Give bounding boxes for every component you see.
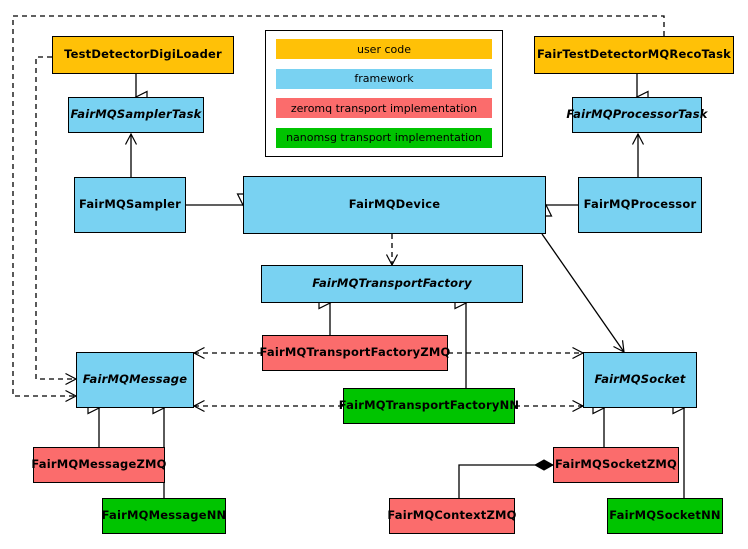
class-box-fairmqsampler[interactable]: FairMQSampler: [74, 177, 186, 233]
class-box-fairmqcontextzmq[interactable]: FairMQContextZMQ: [387, 498, 517, 534]
class-box-fairmqsocketzmq[interactable]: FairMQSocketZMQ: [553, 447, 679, 483]
class-box-label: FairMQProcessorTask: [566, 107, 708, 122]
class-box-label: FairMQMessage: [82, 372, 188, 387]
legend-label-nanomsg: nanomsg transport implementation: [286, 131, 482, 145]
class-box-fairmqsocket[interactable]: FairMQSocket: [583, 352, 697, 408]
class-box-fairmqmessagezmq[interactable]: FairMQMessageZMQ: [31, 447, 167, 483]
class-box-label: FairMQMessageNN: [101, 508, 227, 523]
edge-device-to-socket: [541, 233, 625, 354]
class-box-label: FairMQSocket: [594, 372, 686, 387]
class-box-label: FairMQContextZMQ: [387, 508, 517, 523]
class-box-label: FairMQSampler: [78, 197, 182, 212]
class-box-fairmqsocketnn[interactable]: FairMQSocketNN: [607, 498, 723, 534]
legend-item-zeromq: zeromq transport implementation: [276, 98, 492, 119]
legend-item-nanomsg: nanomsg transport implementation: [276, 127, 492, 148]
legend-label-framework: framework: [354, 72, 414, 86]
legend-label-user-code: user code: [356, 42, 412, 56]
class-box-fairmqmessage[interactable]: FairMQMessage: [76, 352, 194, 408]
class-box-fairtestdetectormqrecotask[interactable]: FairTestDetectorMQRecoTask: [534, 36, 734, 74]
legend-item-user-code: user code: [276, 39, 492, 59]
class-box-label: FairMQSocketZMQ: [555, 457, 677, 472]
class-box-label: FairMQSocketNN: [609, 508, 721, 523]
class-box-fairmqprocessortask[interactable]: FairMQProcessorTask: [566, 97, 707, 133]
legend-label-zeromq: zeromq transport implementation: [290, 101, 478, 115]
class-box-label: TestDetectorDigiLoader: [64, 47, 222, 62]
class-box-fairmqmessagenn[interactable]: FairMQMessageNN: [102, 498, 226, 534]
class-box-label: FairMQTransportFactory: [312, 276, 472, 291]
class-box-fairmqprocessor[interactable]: FairMQProcessor: [578, 177, 702, 233]
class-box-label: FairMQDevice: [348, 197, 441, 212]
class-box-fairmqtransportfactory[interactable]: FairMQTransportFactory: [261, 265, 523, 303]
class-box-fairmqtransportfactoryzmq[interactable]: FairMQTransportFactoryZMQ: [259, 335, 451, 371]
edge-contextzmq-to-socketzmq: [458, 465, 553, 498]
class-box-testdetectordigiloader[interactable]: TestDetectorDigiLoader: [52, 36, 234, 74]
class-box-label: FairMQMessageZMQ: [31, 457, 167, 472]
class-box-fairmqsamplertask[interactable]: FairMQSamplerTask: [68, 97, 204, 133]
class-box-label: FairMQTransportFactoryZMQ: [259, 345, 451, 360]
class-box-label: FairMQProcessor: [583, 197, 697, 212]
class-box-label: FairTestDetectorMQRecoTask: [537, 47, 731, 62]
legend-panel: user code framework zeromq transport imp…: [265, 30, 503, 157]
class-box-label: FairMQSamplerTask: [70, 107, 202, 122]
class-box-fairmqdevice[interactable]: FairMQDevice: [243, 176, 546, 234]
legend-item-framework: framework: [276, 68, 492, 89]
class-box-fairmqtransportfactorynn[interactable]: FairMQTransportFactoryNN: [339, 388, 519, 424]
class-box-label: FairMQTransportFactoryNN: [338, 398, 520, 413]
